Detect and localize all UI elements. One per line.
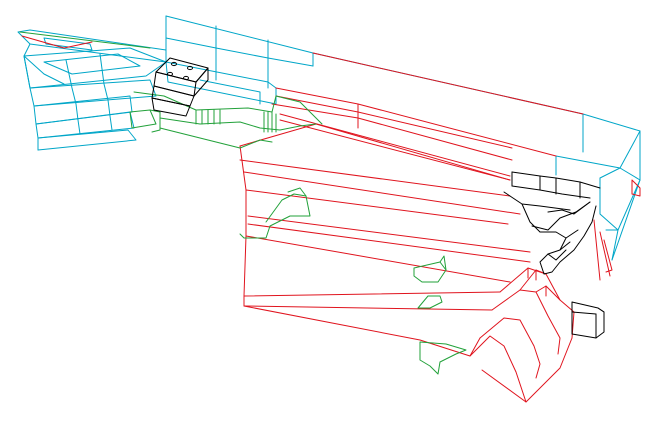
black-blocks-layer	[151, 57, 605, 339]
slope-line-6	[245, 235, 511, 283]
stair-risers	[527, 267, 547, 297]
hole-4	[183, 75, 189, 81]
slope-bottom-2	[243, 305, 493, 311]
cyan-outline-layer	[17, 15, 641, 261]
end-box-rim	[571, 311, 597, 315]
stair-outline-4	[469, 335, 527, 403]
green-ledge-hatch	[195, 109, 221, 125]
left-block-step-2	[33, 95, 133, 125]
left-block-inner-face	[43, 53, 141, 75]
left-block-diagonal	[23, 55, 65, 85]
green-patch-2	[413, 261, 447, 283]
stair-bottom-diag	[481, 369, 527, 403]
red-left-top	[21, 35, 93, 49]
right-stair-chain-2	[531, 201, 591, 231]
slope-line-1	[239, 159, 511, 197]
green-patch-2b	[439, 255, 447, 271]
green-patch-1	[239, 193, 311, 239]
green-top-strip	[19, 31, 151, 49]
ridge-line-1	[312, 52, 584, 115]
right-block-row-3	[503, 191, 571, 211]
red-edges-layer	[21, 35, 641, 403]
right-end-red-2	[599, 231, 611, 277]
slope-left-edge	[239, 145, 247, 297]
left-cap-inner	[43, 37, 93, 51]
top-block-side	[193, 67, 209, 97]
left-block-div-1	[65, 59, 81, 135]
top-block-front	[153, 71, 197, 97]
slope-bottom-3	[243, 295, 481, 357]
end-box	[571, 301, 605, 339]
ridge-line-4	[271, 103, 513, 161]
stair-side	[525, 337, 573, 403]
ridge-line-5	[279, 113, 511, 177]
green-left-block	[129, 109, 157, 129]
left-block-face	[23, 47, 167, 89]
top-block-step-2	[151, 97, 191, 117]
stair-outline-1	[499, 267, 575, 339]
green-ledge-lower	[159, 117, 317, 131]
right-stair-chain	[539, 205, 597, 275]
hole-2	[187, 65, 193, 71]
green-left-block-2	[149, 109, 161, 133]
green-ledge-base	[159, 127, 273, 149]
green-fragments-layer	[19, 31, 467, 375]
slope-line-2	[243, 171, 521, 215]
left-block-div-2	[99, 53, 113, 131]
right-stair-inner	[547, 229, 579, 261]
right-end-block	[599, 167, 641, 231]
right-end-block-2	[605, 229, 619, 261]
stair-outline-2	[491, 289, 561, 355]
right-block-verticals	[511, 171, 581, 199]
slope-top-edge	[239, 123, 511, 181]
slope-line-5	[247, 223, 531, 263]
right-end-wall-top	[619, 130, 641, 169]
green-patch-3	[417, 295, 443, 309]
left-block-verticals	[23, 43, 39, 151]
left-block-step-4	[37, 129, 137, 151]
right-end-red-1	[593, 219, 601, 281]
ridge-line-6	[279, 119, 511, 181]
end-box-inner	[595, 307, 605, 339]
back-wall-right-mid	[555, 155, 621, 169]
right-end-red-4	[631, 179, 641, 197]
right-block-row-2	[511, 185, 591, 199]
left-cap	[17, 29, 167, 63]
back-wall-lower-edge	[165, 37, 314, 67]
green-patch-1b	[287, 187, 307, 197]
left-block-step-3	[35, 111, 135, 139]
green-end-hatch	[263, 111, 277, 133]
upper-step-box-2	[199, 79, 261, 105]
top-block-step	[151, 85, 195, 107]
hole-3	[167, 71, 173, 77]
slope-line-4	[247, 215, 531, 253]
slope-bottom-1	[243, 291, 501, 297]
left-block-step-1	[29, 79, 157, 107]
right-block-diag-1	[521, 203, 541, 233]
hole-1	[171, 61, 177, 67]
stair-outline-3	[479, 317, 541, 379]
green-patch-4	[419, 341, 467, 375]
green-ledge-upper	[133, 91, 323, 125]
right-end-red-3	[603, 239, 613, 273]
